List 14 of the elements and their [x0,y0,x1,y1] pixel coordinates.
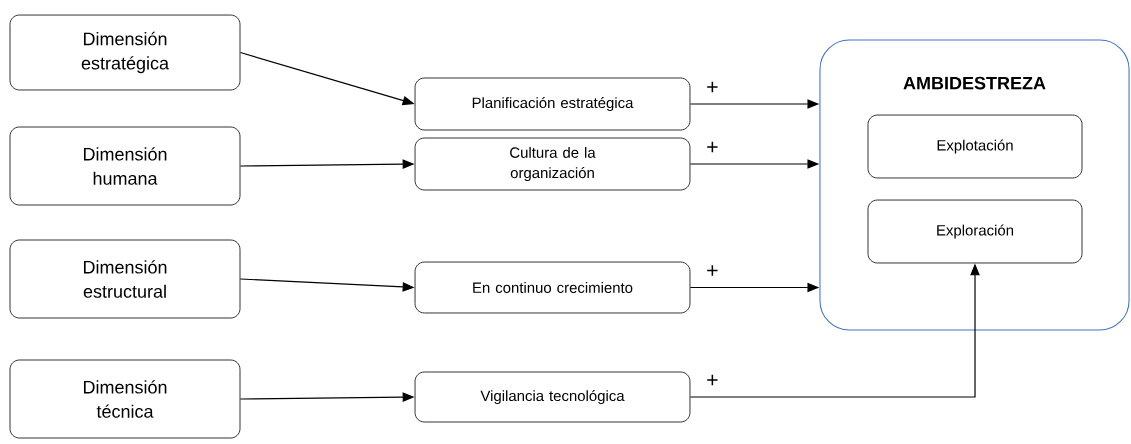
edge-label: + [707,141,718,153]
process-box: Cultura de la organización [414,137,691,191]
process-box: Explotación [867,114,1083,179]
edge-label: + [707,81,718,93]
process-box: Exploración [867,199,1083,264]
dimension-box: Dimensión estructural [9,239,241,319]
edge-label: + [707,374,718,386]
dimension-box: Dimensión humana [9,126,241,206]
process-box: Vigilancia tecnológica [414,371,691,423]
dimension-box: Dimensión estratégica [9,14,241,91]
process-box: En continuo crecimiento [414,261,691,314]
edge-label: + [707,265,718,276]
process-box: Planificación estratégica [414,77,691,131]
dimension-box: Dimensión técnica [9,359,241,439]
